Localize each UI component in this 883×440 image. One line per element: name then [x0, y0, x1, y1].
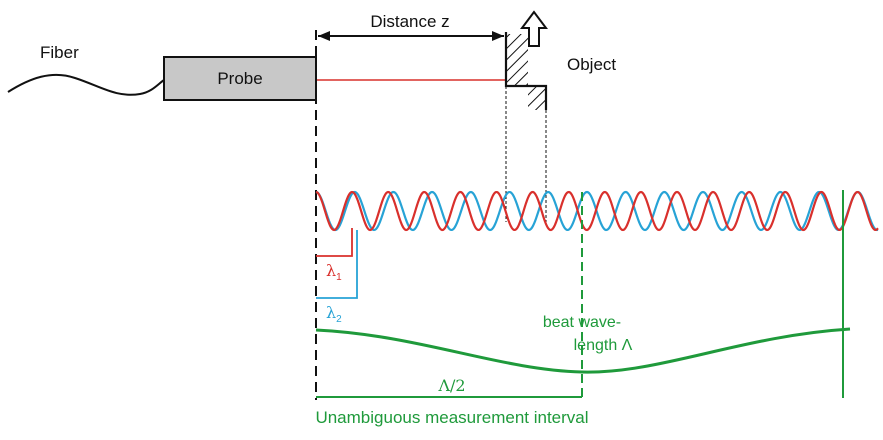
fiber-cable [7, 73, 165, 96]
distance-arrowhead-left [318, 31, 330, 41]
interval-caption: Unambiguous measurement interval [315, 408, 588, 427]
fiber-label: Fiber [40, 43, 79, 62]
half-beat-label: Λ/2 [437, 376, 465, 395]
arrow-up-icon [520, 10, 548, 47]
object-hatch-upper [506, 34, 528, 86]
wave-lambda-1 [315, 190, 879, 232]
lambda-2-label: λ2 [326, 303, 342, 325]
lambda-2-bracket [316, 230, 358, 299]
probe-label: Probe [217, 69, 262, 88]
object-label: Object [567, 55, 616, 74]
lambda-1-bracket [316, 228, 353, 257]
probe-body [163, 56, 317, 101]
object-surface [504, 32, 548, 110]
distance-arrowhead-right [492, 31, 504, 41]
beat-label-line1: beat wave- [543, 314, 621, 331]
beat-envelope [315, 327, 851, 374]
beat-label-line2: length Λ [574, 337, 633, 354]
distance-label: Distance z [370, 12, 449, 31]
lambda-1-label: λ1 [326, 261, 342, 283]
object-hatch-lower [528, 86, 546, 110]
